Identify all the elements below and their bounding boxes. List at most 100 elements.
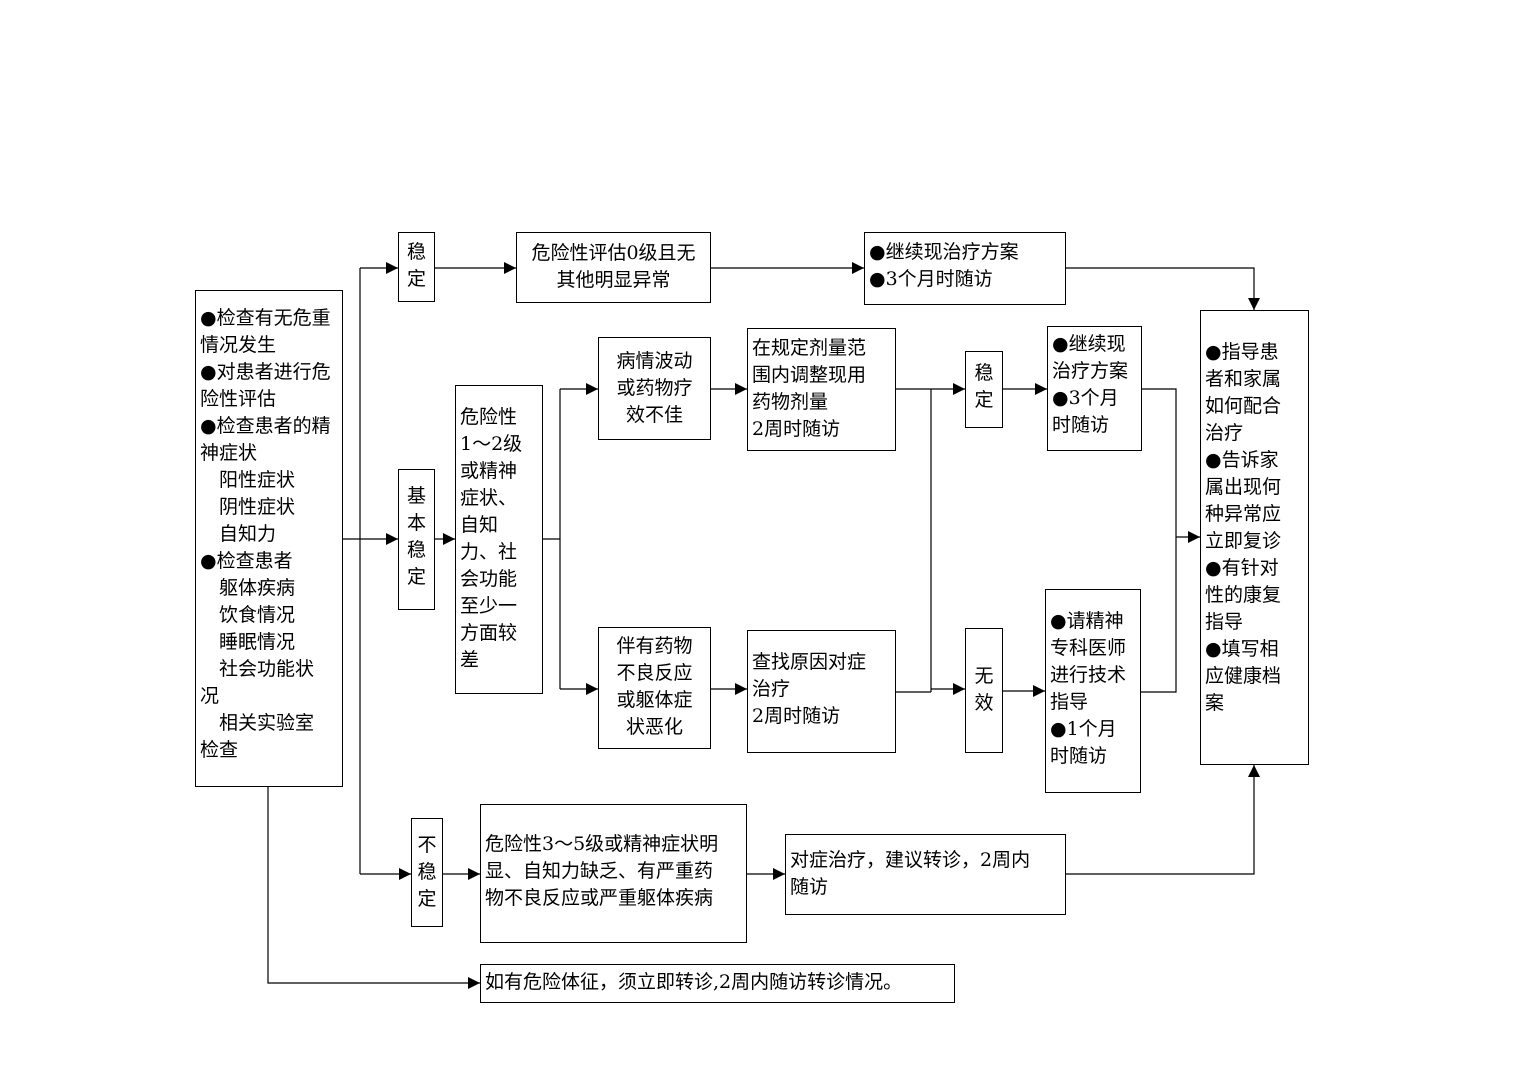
text-line: 差 <box>460 649 480 671</box>
arrow-to-guide-top <box>1066 267 1260 310</box>
stable2-label-box: 稳 定 <box>965 351 1003 428</box>
connector-continue-guide <box>1141 388 1177 693</box>
text-line: 显、自知力缺乏、有严重药 <box>485 860 714 882</box>
text-line: ●告诉家 <box>1205 449 1279 471</box>
text-line: ●3个月 <box>1052 387 1119 409</box>
stable-condition-box: 危险性评估0级且无 其他明显异常 <box>516 232 711 303</box>
text-line: 伴有药物 <box>616 635 693 657</box>
text-line: 相关实验室 <box>200 712 315 734</box>
text-line: 种异常应 <box>1205 503 1282 525</box>
text-line: ●指导患 <box>1205 341 1279 363</box>
text-line: 属出现何 <box>1205 476 1282 498</box>
text-line: 稳 <box>417 861 437 883</box>
text-line: ●检查有无危重 <box>200 307 331 329</box>
fluctuation-box: 病情波动 或药物疗 效不佳 <box>598 337 711 440</box>
text-line: 案 <box>1205 692 1225 714</box>
text-line: 稳 <box>406 539 426 561</box>
text-line: 2周时随访 <box>752 705 841 727</box>
connector-basic-split <box>543 389 561 540</box>
text-line: 至少一 <box>460 595 518 617</box>
text-line: 症状、 <box>460 487 518 509</box>
text-line: 力、社 <box>460 541 518 563</box>
text-line: 阴性症状 <box>200 496 296 518</box>
text-line: 基 <box>406 485 426 507</box>
text-line: 社会功能状 <box>200 658 315 680</box>
text-line: 定 <box>406 268 426 290</box>
unstable-condition-box: 危险性3～5级或精神症状明 显、自知力缺乏、有严重药 物不良反应或严重躯体疾病 <box>480 804 747 943</box>
text-line: 无 <box>974 665 994 687</box>
text-line: 如何配合 <box>1205 395 1282 417</box>
text-line: 指导 <box>1050 691 1089 713</box>
text-line: 检查 <box>200 739 239 761</box>
text-line: 进行技术 <box>1050 664 1127 686</box>
text-line: 状恶化 <box>625 716 683 738</box>
text-line: 如有危险体征，须立即转诊,2周内随访转诊情况。 <box>485 971 903 993</box>
text-line: 者和家属 <box>1205 368 1282 390</box>
text-line: 睡眠情况 <box>200 631 296 653</box>
basic-stable-label-box: 基 本 稳 定 <box>398 469 435 610</box>
text-line: 治疗 <box>752 678 791 700</box>
text-line: ●检查患者的精 <box>200 415 331 437</box>
adverse-reaction-box: 伴有药物 不良反应 或躯体症 状恶化 <box>598 627 711 749</box>
text-line: 随访 <box>790 876 829 898</box>
text-line: 或药物疗 <box>616 377 693 399</box>
text-line: ●继续现 <box>1052 333 1126 355</box>
find-cause-box: 查找原因对症 治疗 2周时随访 <box>747 630 896 753</box>
arrow-to-danger <box>267 787 480 989</box>
text-line: 阳性症状 <box>200 469 296 491</box>
text-line: 饮食情况 <box>200 604 296 626</box>
text-line: 情况发生 <box>200 334 277 356</box>
text-line: 躯体疾病 <box>200 577 296 599</box>
text-line: 药物剂量 <box>752 391 829 413</box>
invalid-label-box: 无 效 <box>965 628 1003 753</box>
text-line: 或精神 <box>460 460 518 482</box>
text-line: 稳 <box>406 241 426 263</box>
text-line: ●请精神 <box>1050 610 1124 632</box>
text-line: 效 <box>974 692 994 714</box>
text-line: 会功能 <box>460 568 518 590</box>
text-line: 1～2级 <box>460 433 523 455</box>
text-line: 定 <box>417 888 437 910</box>
text-line: 在规定剂量范 <box>752 337 867 359</box>
text-line: ●3个月时随访 <box>869 268 993 290</box>
stable-action-box: ●继续现治疗方案 ●3个月时随访 <box>864 232 1066 305</box>
text-line: ●检查患者 <box>200 550 293 572</box>
text-line: ●有针对 <box>1205 557 1279 579</box>
text-line: 危险性3～5级或精神症状明 <box>485 833 719 855</box>
text-line: 治疗方案 <box>1052 360 1129 382</box>
text-line: 自知力 <box>200 523 277 545</box>
text-line: 不良反应 <box>616 662 693 684</box>
text-line: 险性评估 <box>200 388 277 410</box>
unstable-action-box: 对症治疗，建议转诊，2周内 随访 <box>785 834 1066 915</box>
text-line: 围内调整现用 <box>752 364 867 386</box>
text-line: 时随访 <box>1050 745 1108 767</box>
text-line: 应健康档 <box>1205 665 1282 687</box>
text-line: ●1个月 <box>1050 718 1117 740</box>
text-line: 自知 <box>460 514 499 536</box>
text-line: 况 <box>200 685 220 707</box>
text-line: 定 <box>406 566 426 588</box>
text-line: 其他明显异常 <box>556 269 671 291</box>
assessment-box: ●检查有无危重 情况发生 ●对患者进行危 险性评估 ●检查患者的精 神症状 阳性… <box>195 290 343 787</box>
text-line: 危险性评估0级且无 <box>531 242 696 264</box>
text-line: 2周时随访 <box>752 418 841 440</box>
text-line: ●填写相 <box>1205 638 1279 660</box>
text-line: 查找原因对症 <box>752 651 867 673</box>
text-line: ●对患者进行危 <box>200 361 331 383</box>
text-line: 指导 <box>1205 611 1244 633</box>
adjust-dose-box: 在规定剂量范 围内调整现用 药物剂量 2周时随访 <box>747 328 896 451</box>
text-line: 治疗 <box>1205 422 1244 444</box>
continue-treatment-box: ●继续现 治疗方案 ●3个月 时随访 <box>1047 326 1142 451</box>
text-line: 或躯体症 <box>616 689 693 711</box>
arrow-to-guide-bottom <box>1066 765 1260 875</box>
expert-guidance-box: ●请精神 专科医师 进行技术 指导 ●1个月 时随访 <box>1045 589 1141 793</box>
text-line: 本 <box>406 512 426 534</box>
text-line: 效不佳 <box>625 404 683 426</box>
stable-label-box: 稳 定 <box>398 232 435 302</box>
text-line: 定 <box>974 389 994 411</box>
text-line: 对症治疗，建议转诊，2周内 <box>790 849 1031 871</box>
text-line: 不 <box>417 834 437 856</box>
text-line: 方面较 <box>460 622 518 644</box>
text-line: 专科医师 <box>1050 637 1127 659</box>
